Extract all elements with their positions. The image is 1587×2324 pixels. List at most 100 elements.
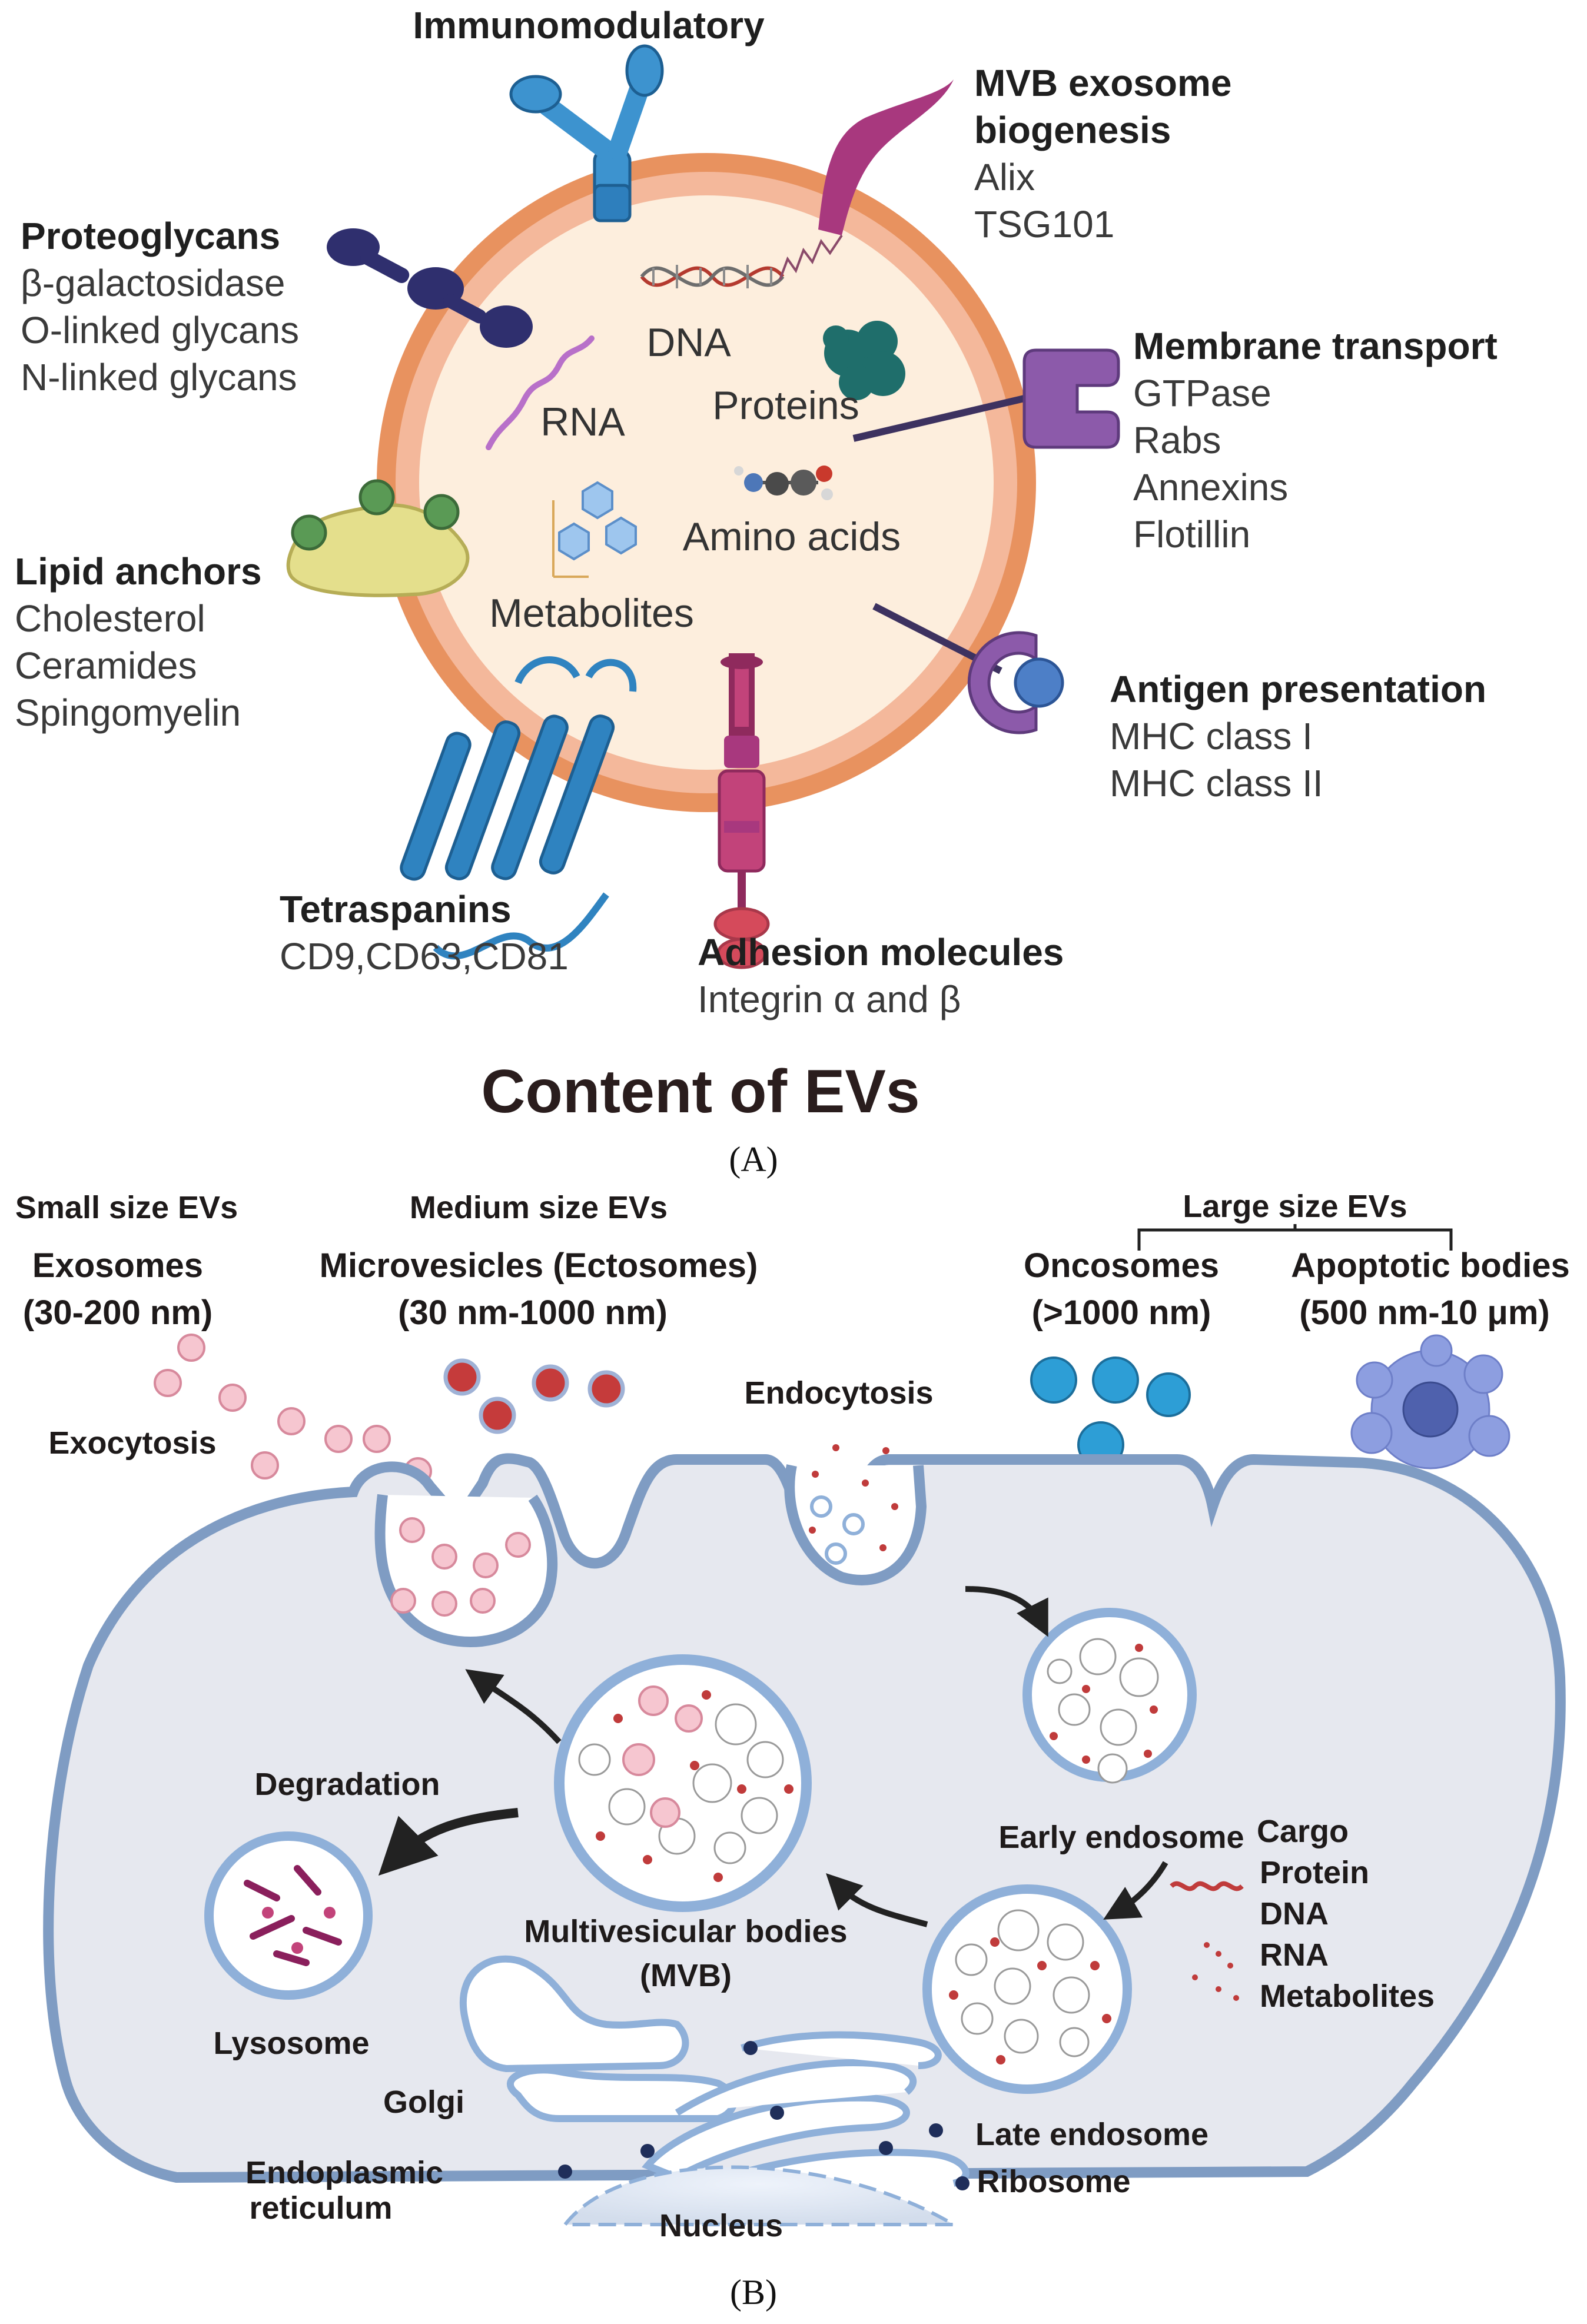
early-endosome <box>1022 1608 1197 1784</box>
endocytosis-label: Endocytosis <box>744 1375 933 1411</box>
arrow-to-mvb <box>826 1873 928 1927</box>
pocket-exosomes <box>390 1517 531 1617</box>
adhesion-title: Adhesion molecules <box>698 931 1064 973</box>
exocytosis-pocket <box>374 1494 558 1647</box>
microvesicles-label: Microvesicles (Ectosomes) <box>320 1246 758 1285</box>
proteoglycans-item-1: β-galactosidase <box>21 262 285 304</box>
late-endosome <box>922 1884 1132 2094</box>
mvb-label-line1: Multivesicular bodies <box>524 1914 847 1949</box>
arrow-to-early-endosome <box>965 1586 1048 1637</box>
label-rna: RNA <box>540 400 625 444</box>
degradation-label: Degradation <box>254 1767 440 1802</box>
immunomodulatory-title: Immunomodulatory <box>413 4 765 46</box>
pathway-arrows <box>378 1586 1168 1927</box>
immunomodulatory-receptor-icon <box>509 44 664 222</box>
free-apoptotic-body <box>1350 1334 1510 1469</box>
mvb-title-line1: MVB exosome <box>974 62 1231 104</box>
proteoglycans-item-2: O-linked glycans <box>21 309 299 351</box>
oncosomes-label: Oncosomes <box>1024 1246 1219 1285</box>
medium-size-label: Medium size EVs <box>410 1190 668 1225</box>
nucleus-label: Nucleus <box>659 2208 783 2243</box>
membrane-transport-icon <box>852 348 1120 449</box>
large-size-label: Large size EVs <box>1183 1189 1407 1224</box>
lysosome-label: Lysosome <box>213 2026 369 2061</box>
cargo-label-4: Metabolites <box>1260 1979 1435 2014</box>
golgi-label: Golgi <box>383 2084 464 2120</box>
label-group-membrane-transport: Membrane transport GTPase Rabs Annexins … <box>1133 325 1498 556</box>
panel-b-label: (B) <box>730 2273 777 2312</box>
free-microvesicles <box>443 1358 625 1434</box>
cargo-label-3: RNA <box>1260 1937 1329 1973</box>
lysosome <box>204 1831 373 2000</box>
late-endosome-label: Late endosome <box>975 2117 1208 2152</box>
proteoglycans-title: Proteoglycans <box>21 215 280 257</box>
tetraspanins-title: Tetraspanins <box>280 888 512 930</box>
panel-a-label: (A) <box>729 1140 778 1179</box>
cargo-label-2: DNA <box>1260 1896 1329 1931</box>
membrane-transport-item-1: GTPase <box>1133 372 1271 414</box>
lipid-anchor-icon <box>286 479 470 597</box>
label-group-immunomodulatory: Immunomodulatory <box>413 4 765 46</box>
small-size-label: Small size EVs <box>15 1190 238 1225</box>
mvb-item-alix: Alix <box>974 156 1035 198</box>
tetraspanin-icon <box>400 656 637 960</box>
microvesicles-size-label: (30 nm-1000 nm) <box>398 1294 668 1332</box>
proteoglycans-item-3: N-linked glycans <box>21 356 297 398</box>
mvb-label-line2: (MVB) <box>640 1958 732 1993</box>
endocytosis-cargo <box>809 1444 898 1565</box>
label-group-antigen: Antigen presentation MHC class I MHC cla… <box>1110 668 1486 804</box>
label-group-lipid-anchors: Lipid anchors Cholesterol Ceramides Spin… <box>15 550 262 734</box>
membrane-transport-item-2: Rabs <box>1133 419 1221 461</box>
early-endosome-label: Early endosome <box>998 1820 1244 1855</box>
golgi <box>459 1955 738 2122</box>
membrane-transport-title: Membrane transport <box>1133 325 1498 367</box>
size-labels: Small size EVs Exosomes (30-200 nm) Medi… <box>15 1189 1570 1332</box>
antigen-item-2: MHC class II <box>1110 762 1323 804</box>
free-oncosomes <box>1030 1357 1191 1468</box>
oncosomes-size-label: (>1000 nm) <box>1032 1294 1211 1332</box>
mvb-title-line2: biogenesis <box>974 109 1171 151</box>
antigen-item-1: MHC class I <box>1110 715 1313 757</box>
ribosome-label: Ribosome <box>977 2164 1130 2199</box>
adhesion-molecule-icon <box>713 653 770 969</box>
tetraspanins-item-1: CD9,CD63,CD81 <box>280 935 569 978</box>
cargo-label-1: Protein <box>1260 1855 1369 1890</box>
label-proteins: Proteins <box>712 383 859 428</box>
proteoglycan-icon <box>327 228 533 348</box>
label-metabolites: Metabolites <box>489 591 694 636</box>
lipid-anchors-item-2: Ceramides <box>15 644 197 687</box>
lipid-anchors-title: Lipid anchors <box>15 550 262 593</box>
panel-a: DNA RNA Proteins Amino acids Metabolites <box>15 4 1498 1179</box>
large-size-bracket <box>1137 1224 1453 1251</box>
cargo-icons <box>1170 1881 1244 2001</box>
label-dna: DNA <box>646 320 731 365</box>
adhesion-item-1: Integrin α and β <box>698 978 961 1020</box>
metabolite-icon <box>552 481 637 578</box>
arrow-to-late-endosome <box>1103 1861 1168 1920</box>
mvb-item-tsg101: TSG101 <box>974 203 1114 245</box>
label-group-mvb: MVB exosome biogenesis Alix TSG101 <box>974 62 1231 245</box>
arrow-to-lysosome <box>378 1808 519 1876</box>
panel-a-title: Content of EVs <box>481 1058 919 1126</box>
multivesicular-body <box>554 1654 812 1912</box>
apoptotic-size-label: (500 nm-10 μm) <box>1299 1294 1550 1332</box>
label-amino-acids: Amino acids <box>683 514 901 559</box>
er-label-line2: reticulum <box>249 2190 392 2226</box>
label-group-proteoglycans: Proteoglycans β-galactosidase O-linked g… <box>21 215 299 398</box>
endoplasmic-reticulum <box>642 2031 970 2193</box>
dna-icon <box>640 265 785 288</box>
cargo-label-0: Cargo <box>1257 1814 1349 1849</box>
exocytosis-label: Exocytosis <box>48 1425 216 1461</box>
mvb-protein-icon <box>779 79 954 280</box>
nucleus <box>561 2165 960 2226</box>
label-group-tetraspanins: Tetraspanins CD9,CD63,CD81 <box>280 888 569 978</box>
protein-icon <box>823 321 905 400</box>
er-label-line1: Endoplasmic <box>245 2155 443 2190</box>
ev-vesicle <box>377 153 1036 812</box>
panel-b: Small size EVs Exosomes (30-200 nm) Medi… <box>15 1189 1570 2312</box>
arrow-to-exocytosis <box>465 1669 562 1744</box>
apoptotic-label: Apoptotic bodies <box>1291 1246 1570 1285</box>
amino-acid-icon <box>734 466 833 500</box>
rna-icon <box>486 335 595 450</box>
